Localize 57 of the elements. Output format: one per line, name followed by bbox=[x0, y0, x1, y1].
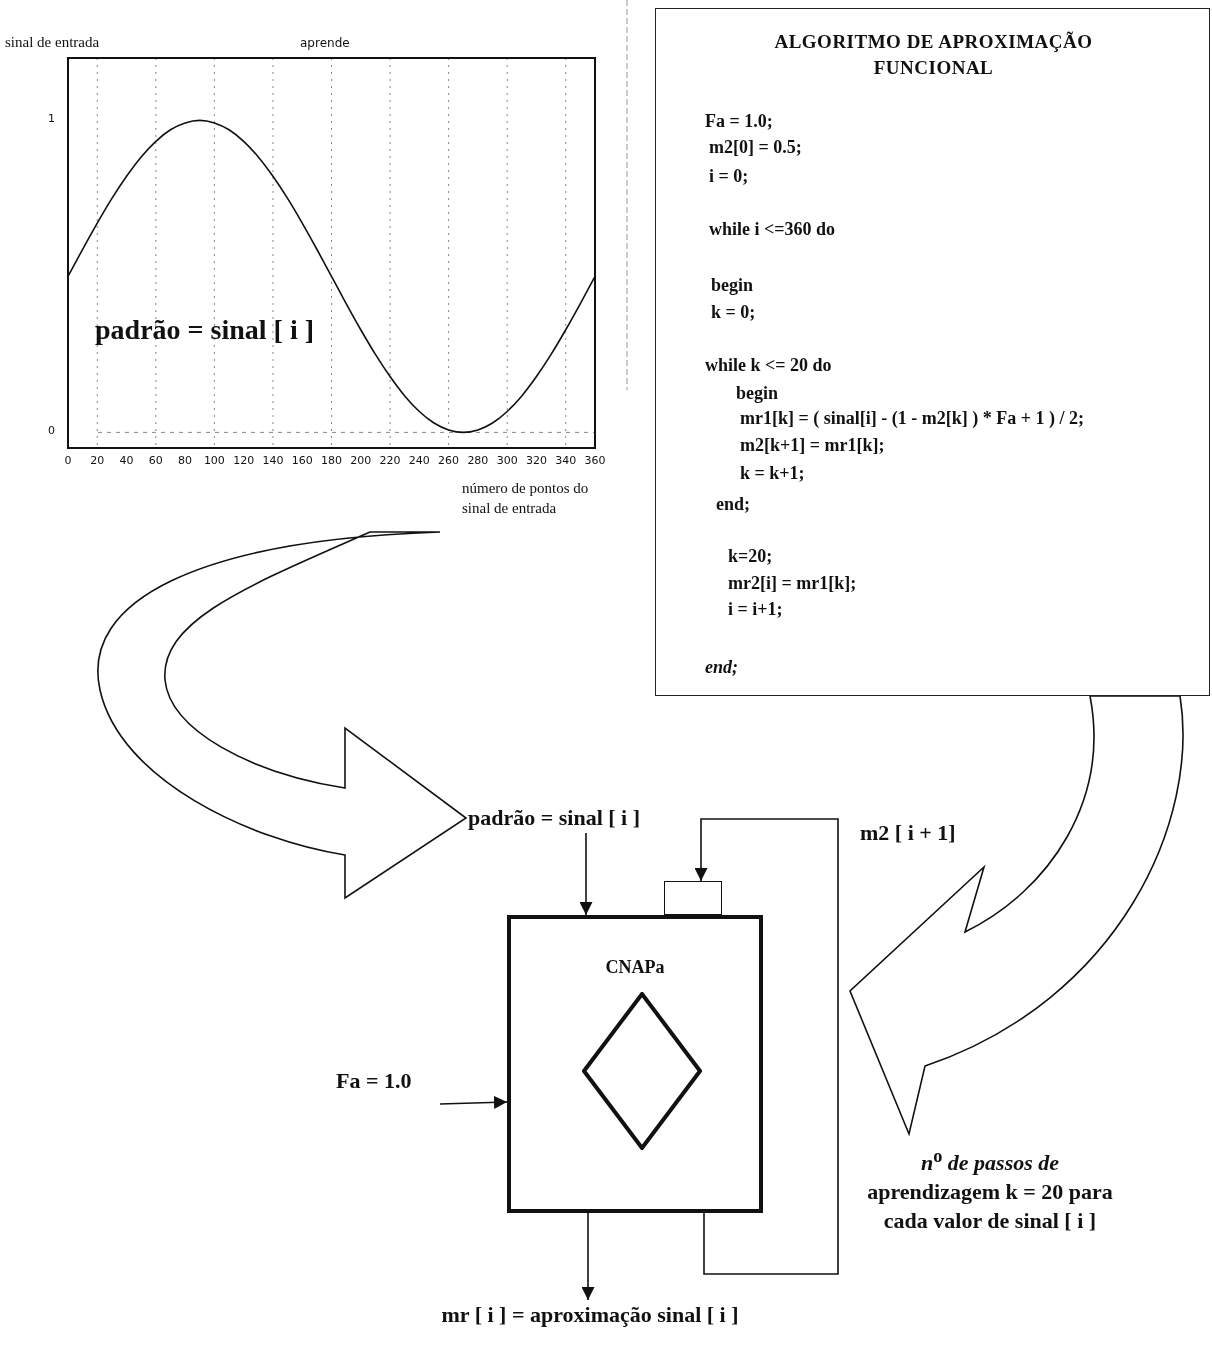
pattern-label: padrão = sinal [ i ] bbox=[468, 803, 683, 833]
axis-title: número de pontos do sinal de entrada bbox=[462, 479, 590, 518]
axis-tick-label: 180 bbox=[320, 454, 343, 467]
axis-tick-label: 320 bbox=[524, 454, 548, 467]
axis-tick-label: 20 bbox=[89, 454, 106, 467]
curved-block-arrow bbox=[97, 531, 467, 899]
code-line: end; bbox=[705, 656, 738, 678]
axis-tick-label: 260 bbox=[437, 454, 461, 467]
factor-label: Fa = 1.0 bbox=[336, 1066, 440, 1108]
axis-tick-label: 60 bbox=[147, 454, 164, 467]
axis-tick-label: 240 bbox=[407, 454, 431, 467]
axis-tick-label: 280 bbox=[466, 454, 490, 467]
axis-tick-label: 80 bbox=[177, 454, 194, 467]
panel-heading: ALGORITMO DE APROXIMAÇÃO FUNCIONAL bbox=[773, 30, 1094, 80]
arrow bbox=[579, 832, 593, 916]
code-line: while i <=360 do bbox=[709, 218, 836, 240]
axis-title: sinal de entrada bbox=[5, 34, 100, 51]
code-line: k = 0; bbox=[711, 301, 756, 323]
axis-tick-label: 100 bbox=[202, 454, 226, 467]
code-line: end; bbox=[716, 493, 750, 515]
diamond-shape bbox=[582, 992, 702, 1150]
cell-title: CNAPa bbox=[604, 957, 666, 978]
code-line: begin bbox=[736, 382, 778, 404]
code-line: k=20; bbox=[728, 545, 773, 567]
axis-tick-label: 140 bbox=[261, 454, 285, 467]
code-line: i = 0; bbox=[709, 165, 749, 187]
pattern-annotation: padrão = sinal [ i ] bbox=[95, 313, 315, 347]
code-line: Fa = 1.0; bbox=[705, 110, 773, 132]
axis-tick-label: 0 bbox=[63, 454, 73, 467]
learning-steps-note: n$^{o}$ de passos de aprendizagem k = 20 para cada valor de sinal [ i ] bbox=[866, 1145, 1114, 1235]
arrow bbox=[694, 818, 839, 1275]
neuron-cell-box bbox=[507, 915, 763, 1213]
code-line: while k <= 20 do bbox=[705, 354, 832, 376]
code-panel bbox=[655, 8, 1210, 696]
chart-title: aprende bbox=[300, 36, 350, 50]
arrow bbox=[581, 1212, 595, 1301]
code-line: k = k+1; bbox=[740, 462, 805, 484]
axis-tick-label: 120 bbox=[232, 454, 256, 467]
axis-tick-label: 360 bbox=[583, 454, 607, 467]
axis-tick-label: 1 bbox=[48, 112, 55, 126]
output-label: mr [ i ] = aproximação sinal [ i ] bbox=[345, 1300, 835, 1334]
code-line: begin bbox=[711, 274, 753, 296]
curved-block-arrow bbox=[849, 695, 1184, 1135]
code-line: mr2[i] = mr1[k]; bbox=[728, 572, 857, 594]
code-line: m2[0] = 0.5; bbox=[709, 136, 802, 158]
code-line: m2[k+1] = mr1[k]; bbox=[740, 434, 885, 456]
axis-tick-label: 40 bbox=[118, 454, 135, 467]
axis-tick-label: 0 bbox=[48, 424, 55, 438]
axis-tick-label: 300 bbox=[495, 454, 519, 467]
arrow bbox=[439, 1095, 508, 1109]
axis-tick-label: 200 bbox=[349, 454, 373, 467]
axis-tick-label: 160 bbox=[290, 454, 314, 467]
axis-tick-label: 340 bbox=[554, 454, 578, 467]
input-port-box bbox=[664, 881, 722, 915]
code-line: mr1[k] = ( sinal[i] - (1 - m2[k] ) * Fa + 1 ) / 2; bbox=[740, 407, 1084, 429]
axis-tick-label: 220 bbox=[378, 454, 402, 467]
code-line: i = i+1; bbox=[728, 598, 783, 620]
